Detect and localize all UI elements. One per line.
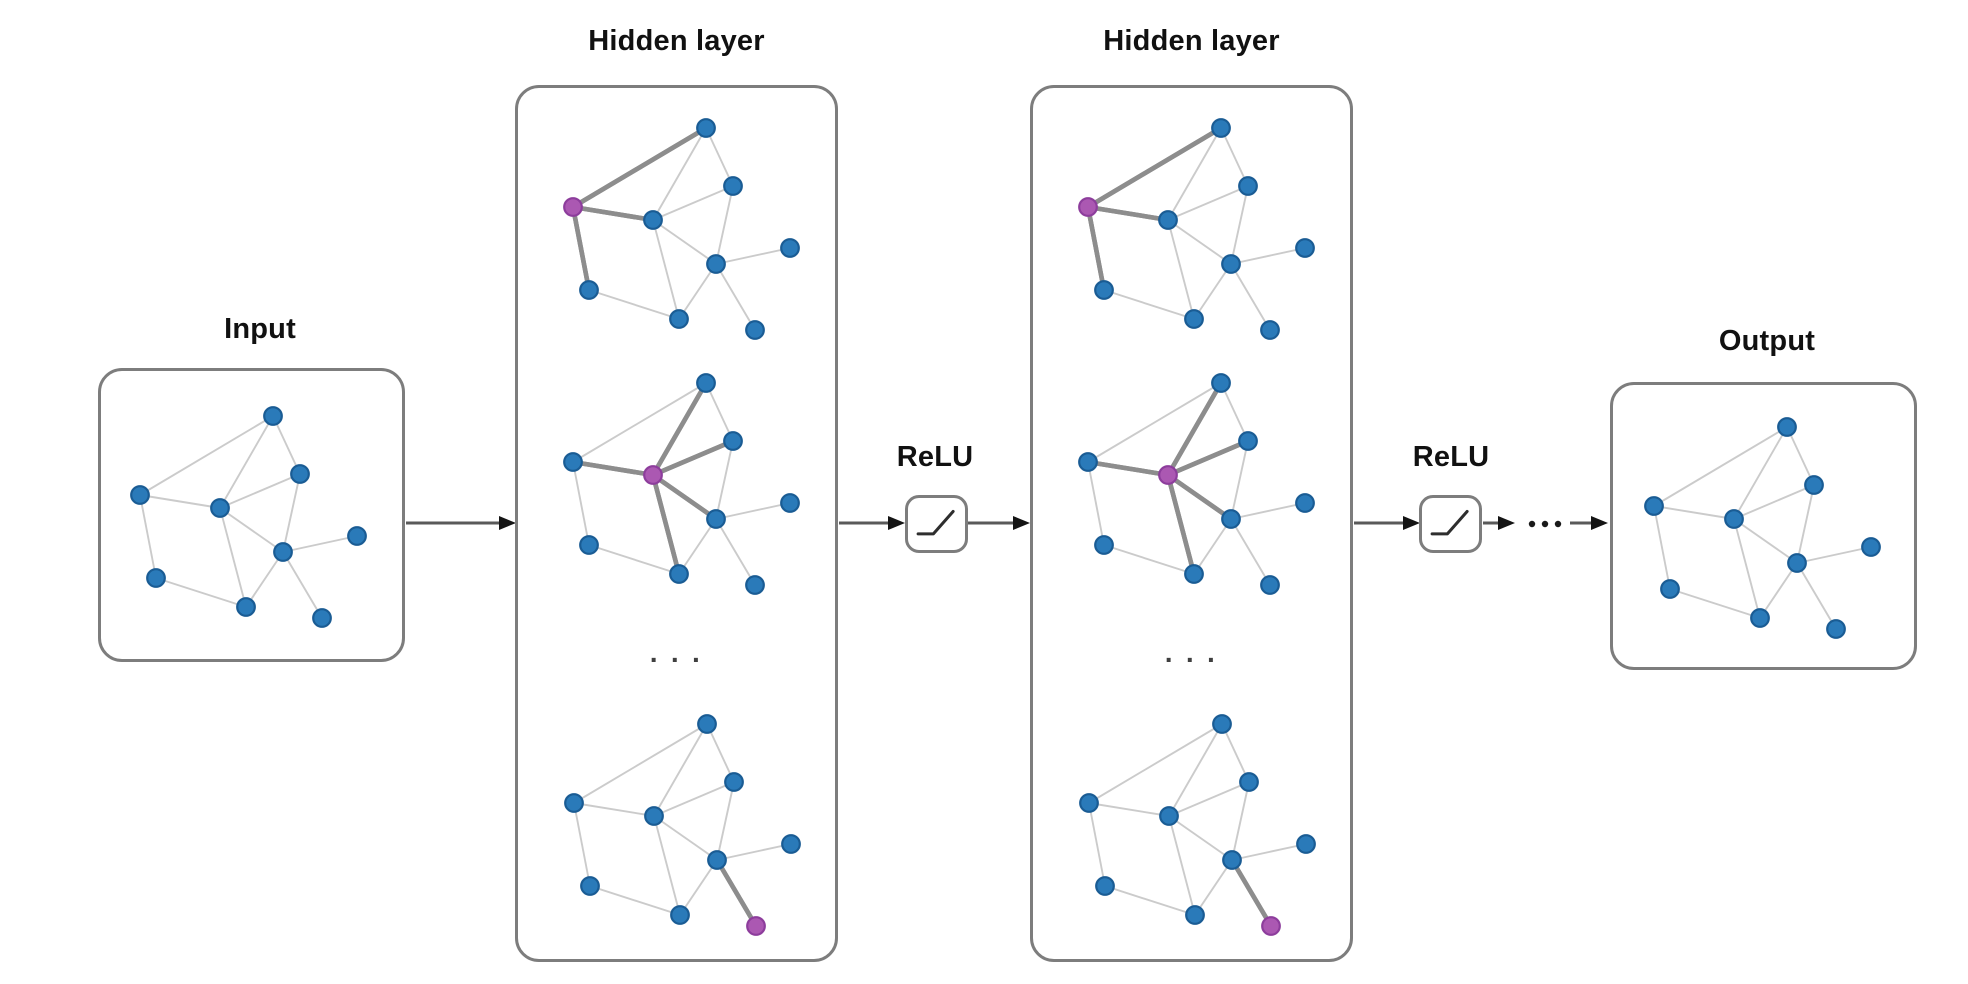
relu-function-icon [1430,509,1469,536]
arrow-dots-to-output [1570,516,1608,530]
arrow-relu1-to-hidden2 [968,516,1030,530]
graph-output [1643,416,1883,640]
relu-2-activation-box [1419,495,1482,553]
relu-1-label: ReLU [896,441,974,473]
input-box [98,368,405,662]
relu-2-label: ReLU [1412,441,1490,473]
output-box [1610,382,1917,670]
relu-function-icon [916,509,955,536]
arrow-input-to-hidden1 [406,516,516,530]
graph-input [129,405,369,629]
hidden-layer-2-label: Hidden layer [1103,25,1280,57]
arrow-hidden1-to-relu1 [839,516,905,530]
graph-hidden1-focus-left-node [562,117,802,341]
relu-1-activation-box [905,495,968,553]
graph-hidden2-focus-center-node [1077,372,1317,596]
hidden-layer-1-ellipsis: · · · [649,644,704,675]
hidden-layer-1-box: · · · [515,85,838,962]
continuation-dots [1528,520,1562,528]
arrow-relu2-to-dots [1483,516,1515,530]
hidden-layer-2-ellipsis: · · · [1164,644,1219,675]
hidden-layer-1-label: Hidden layer [588,25,765,57]
graph-hidden1-focus-center-node [562,372,802,596]
graph-hidden1-focus-bottom-node [563,713,803,937]
output-label: Output [1718,325,1816,357]
graph-hidden2-focus-left-node [1077,117,1317,341]
arrow-hidden2-to-relu2 [1354,516,1420,530]
hidden-layer-2-box: · · · [1030,85,1353,962]
graph-hidden2-focus-bottom-node [1078,713,1318,937]
input-label: Input [224,313,296,345]
